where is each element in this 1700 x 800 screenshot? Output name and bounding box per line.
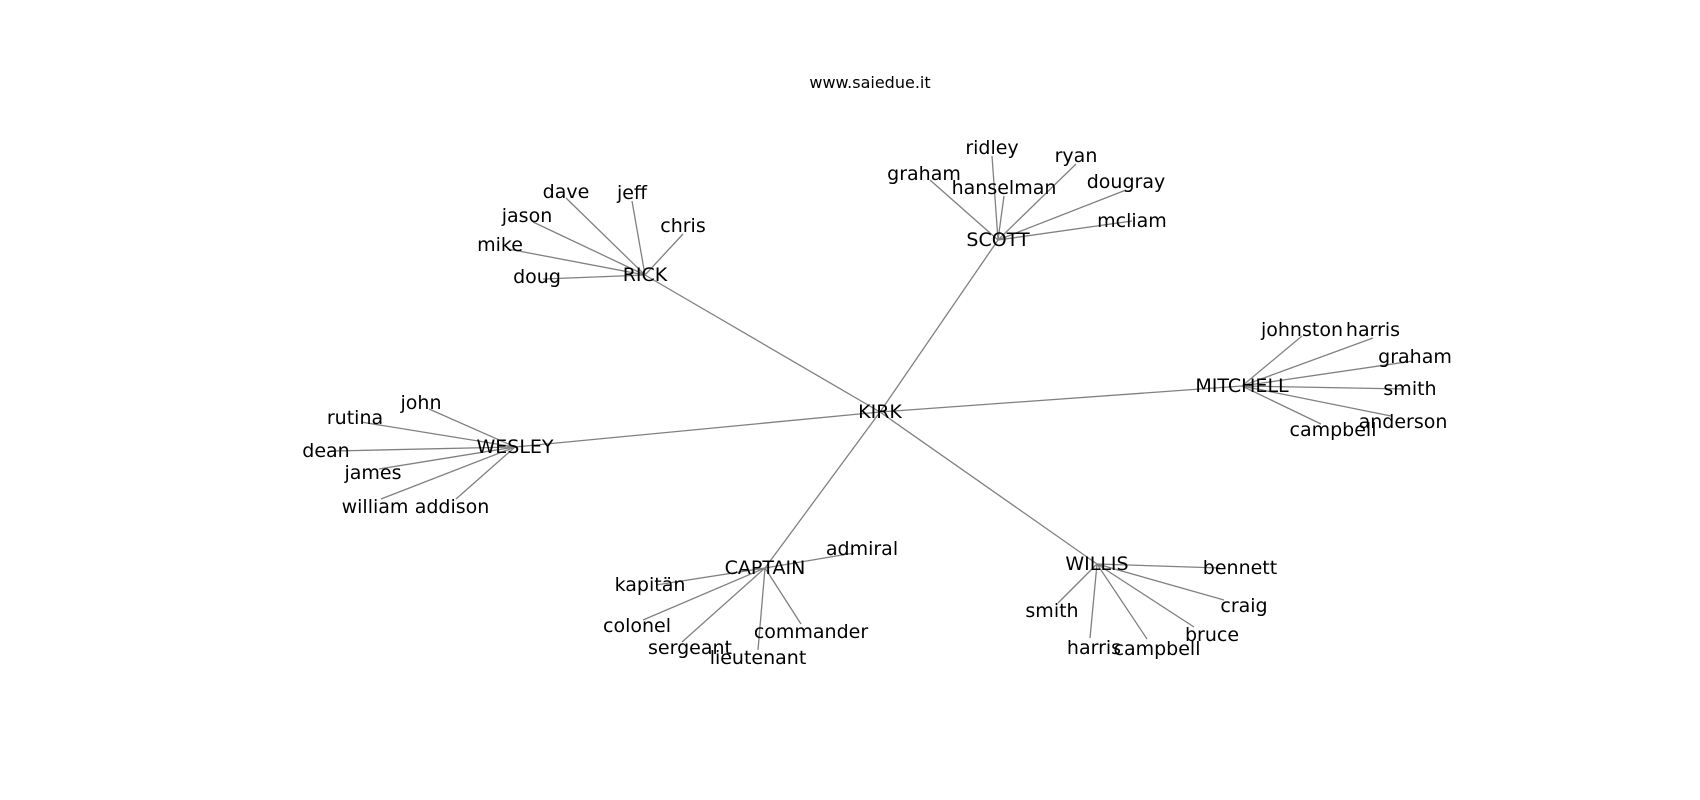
edge-willis-5: [1096, 563, 1148, 640]
node-leaf-rick-4: mike: [477, 234, 523, 256]
node-leaf-mitchell-2: graham: [1378, 346, 1452, 368]
node-leaf-scott-0: ridley: [965, 137, 1018, 159]
edge-mitchell-1: [1241, 337, 1374, 387]
edge-mitchell-2: [1241, 360, 1414, 387]
node-leaf-captain-5: commander: [754, 621, 869, 643]
edge-wesley-2: [333, 446, 516, 452]
node-leaf-scott-4: dougray: [1087, 171, 1166, 193]
edge-rick-5: [542, 274, 646, 280]
edge-wesley-4: [380, 446, 516, 500]
node-leaf-willis-0: bennett: [1203, 557, 1277, 579]
edge-willis-0: [1096, 563, 1221, 569]
edge-willis-4: [1089, 563, 1098, 639]
edge-wesley-3: [378, 446, 516, 470]
edge-scott-3: [997, 195, 1005, 241]
edge-scott-2: [929, 179, 999, 241]
node-leaf-wesley-2: dean: [302, 440, 349, 462]
edge-willis-3: [1057, 563, 1098, 604]
node-leaf-wesley-5: addison: [415, 496, 490, 518]
node-root-kirk: KIRK: [858, 401, 902, 423]
edge-scott-4: [997, 189, 1127, 241]
node-hub-scott: SCOTT: [966, 229, 1030, 251]
edge-root-willis: [879, 411, 1098, 565]
node-leaf-scott-3: hanselman: [952, 177, 1057, 199]
node-leaf-captain-1: kapitän: [615, 574, 686, 596]
edge-rick-1: [631, 200, 646, 276]
node-leaf-scott-1: ryan: [1055, 145, 1098, 167]
edge-rick-2: [644, 233, 684, 276]
edge-rick-4: [507, 248, 646, 276]
edge-willis-1: [1096, 563, 1225, 601]
node-leaf-wesley-0: john: [400, 392, 442, 414]
node-leaf-wesley-3: james: [343, 462, 401, 484]
node-hub-willis: WILLIS: [1065, 553, 1128, 575]
edge-root-mitchell: [879, 385, 1243, 413]
node-leaf-willis-3: smith: [1025, 600, 1078, 622]
node-leaf-scott-2: graham: [887, 163, 961, 185]
edge-wesley-0: [428, 408, 516, 448]
edge-scott-1: [997, 163, 1077, 241]
node-leaf-rick-3: jason: [501, 205, 553, 227]
node-leaf-willis-2: bruce: [1185, 624, 1239, 646]
edge-mitchell-3: [1241, 385, 1405, 390]
node-leaf-rick-0: dave: [543, 181, 590, 203]
edge-root-wesley: [514, 411, 881, 448]
label-layer: KIRK RICK dave jeff chris jason mike doug SCOTT r…: [302, 137, 1452, 669]
node-leaf-captain-0: admiral: [826, 538, 898, 560]
node-leaf-captain-3: sergeant: [648, 637, 732, 659]
edge-mitchell-5: [1241, 385, 1322, 425]
node-hub-rick: RICK: [623, 264, 668, 286]
node-leaf-mitchell-3: smith: [1383, 378, 1436, 400]
edge-scott-0: [991, 155, 999, 241]
node-leaf-captain-2: colonel: [603, 615, 671, 637]
edge-willis-2: [1096, 563, 1195, 628]
node-leaf-willis-4: harris: [1067, 637, 1121, 659]
edge-captain-1: [655, 567, 766, 586]
node-leaf-wesley-1: rutina: [327, 407, 383, 429]
node-leaf-rick-5: doug: [513, 266, 561, 288]
node-hub-captain: CAPTAIN: [725, 557, 806, 579]
node-leaf-wesley-4: william: [342, 496, 409, 518]
edge-scott-5: [997, 220, 1133, 241]
edge-root-scott: [879, 239, 999, 413]
edge-captain-2: [642, 567, 766, 621]
node-leaf-mitchell-4: anderson: [1359, 411, 1448, 433]
edge-root-rick: [644, 274, 881, 413]
diagram-title: www.saiedue.it: [809, 73, 931, 92]
node-leaf-rick-2: chris: [660, 215, 705, 237]
node-leaf-mitchell-5: campbell: [1290, 419, 1377, 441]
edge-mitchell-4: [1241, 385, 1392, 417]
node-leaf-scott-5: mcliam: [1097, 210, 1167, 232]
node-leaf-willis-5: campbell: [1114, 638, 1201, 660]
edge-wesley-1: [360, 421, 516, 448]
edge-captain-5: [764, 567, 802, 625]
node-leaf-mitchell-0: johnston: [1260, 319, 1343, 341]
node-leaf-captain-4: lieutenant: [710, 647, 807, 669]
node-leaf-rick-1: jeff: [616, 182, 648, 204]
node-leaf-willis-1: craig: [1220, 595, 1267, 617]
node-hub-wesley: WESLEY: [476, 436, 553, 458]
edge-root-captain: [764, 411, 881, 569]
edge-rick-0: [565, 197, 646, 276]
edge-rick-3: [532, 221, 646, 276]
node-hub-mitchell: MITCHELL: [1195, 375, 1289, 397]
node-leaf-mitchell-1: harris: [1346, 319, 1400, 341]
edge-mitchell-0: [1241, 335, 1303, 387]
edge-wesley-5: [455, 446, 516, 500]
edge-captain-3: [681, 567, 766, 643]
edge-layer: [333, 155, 1414, 651]
edge-captain-4: [757, 567, 766, 651]
edge-captain-0: [764, 552, 855, 569]
